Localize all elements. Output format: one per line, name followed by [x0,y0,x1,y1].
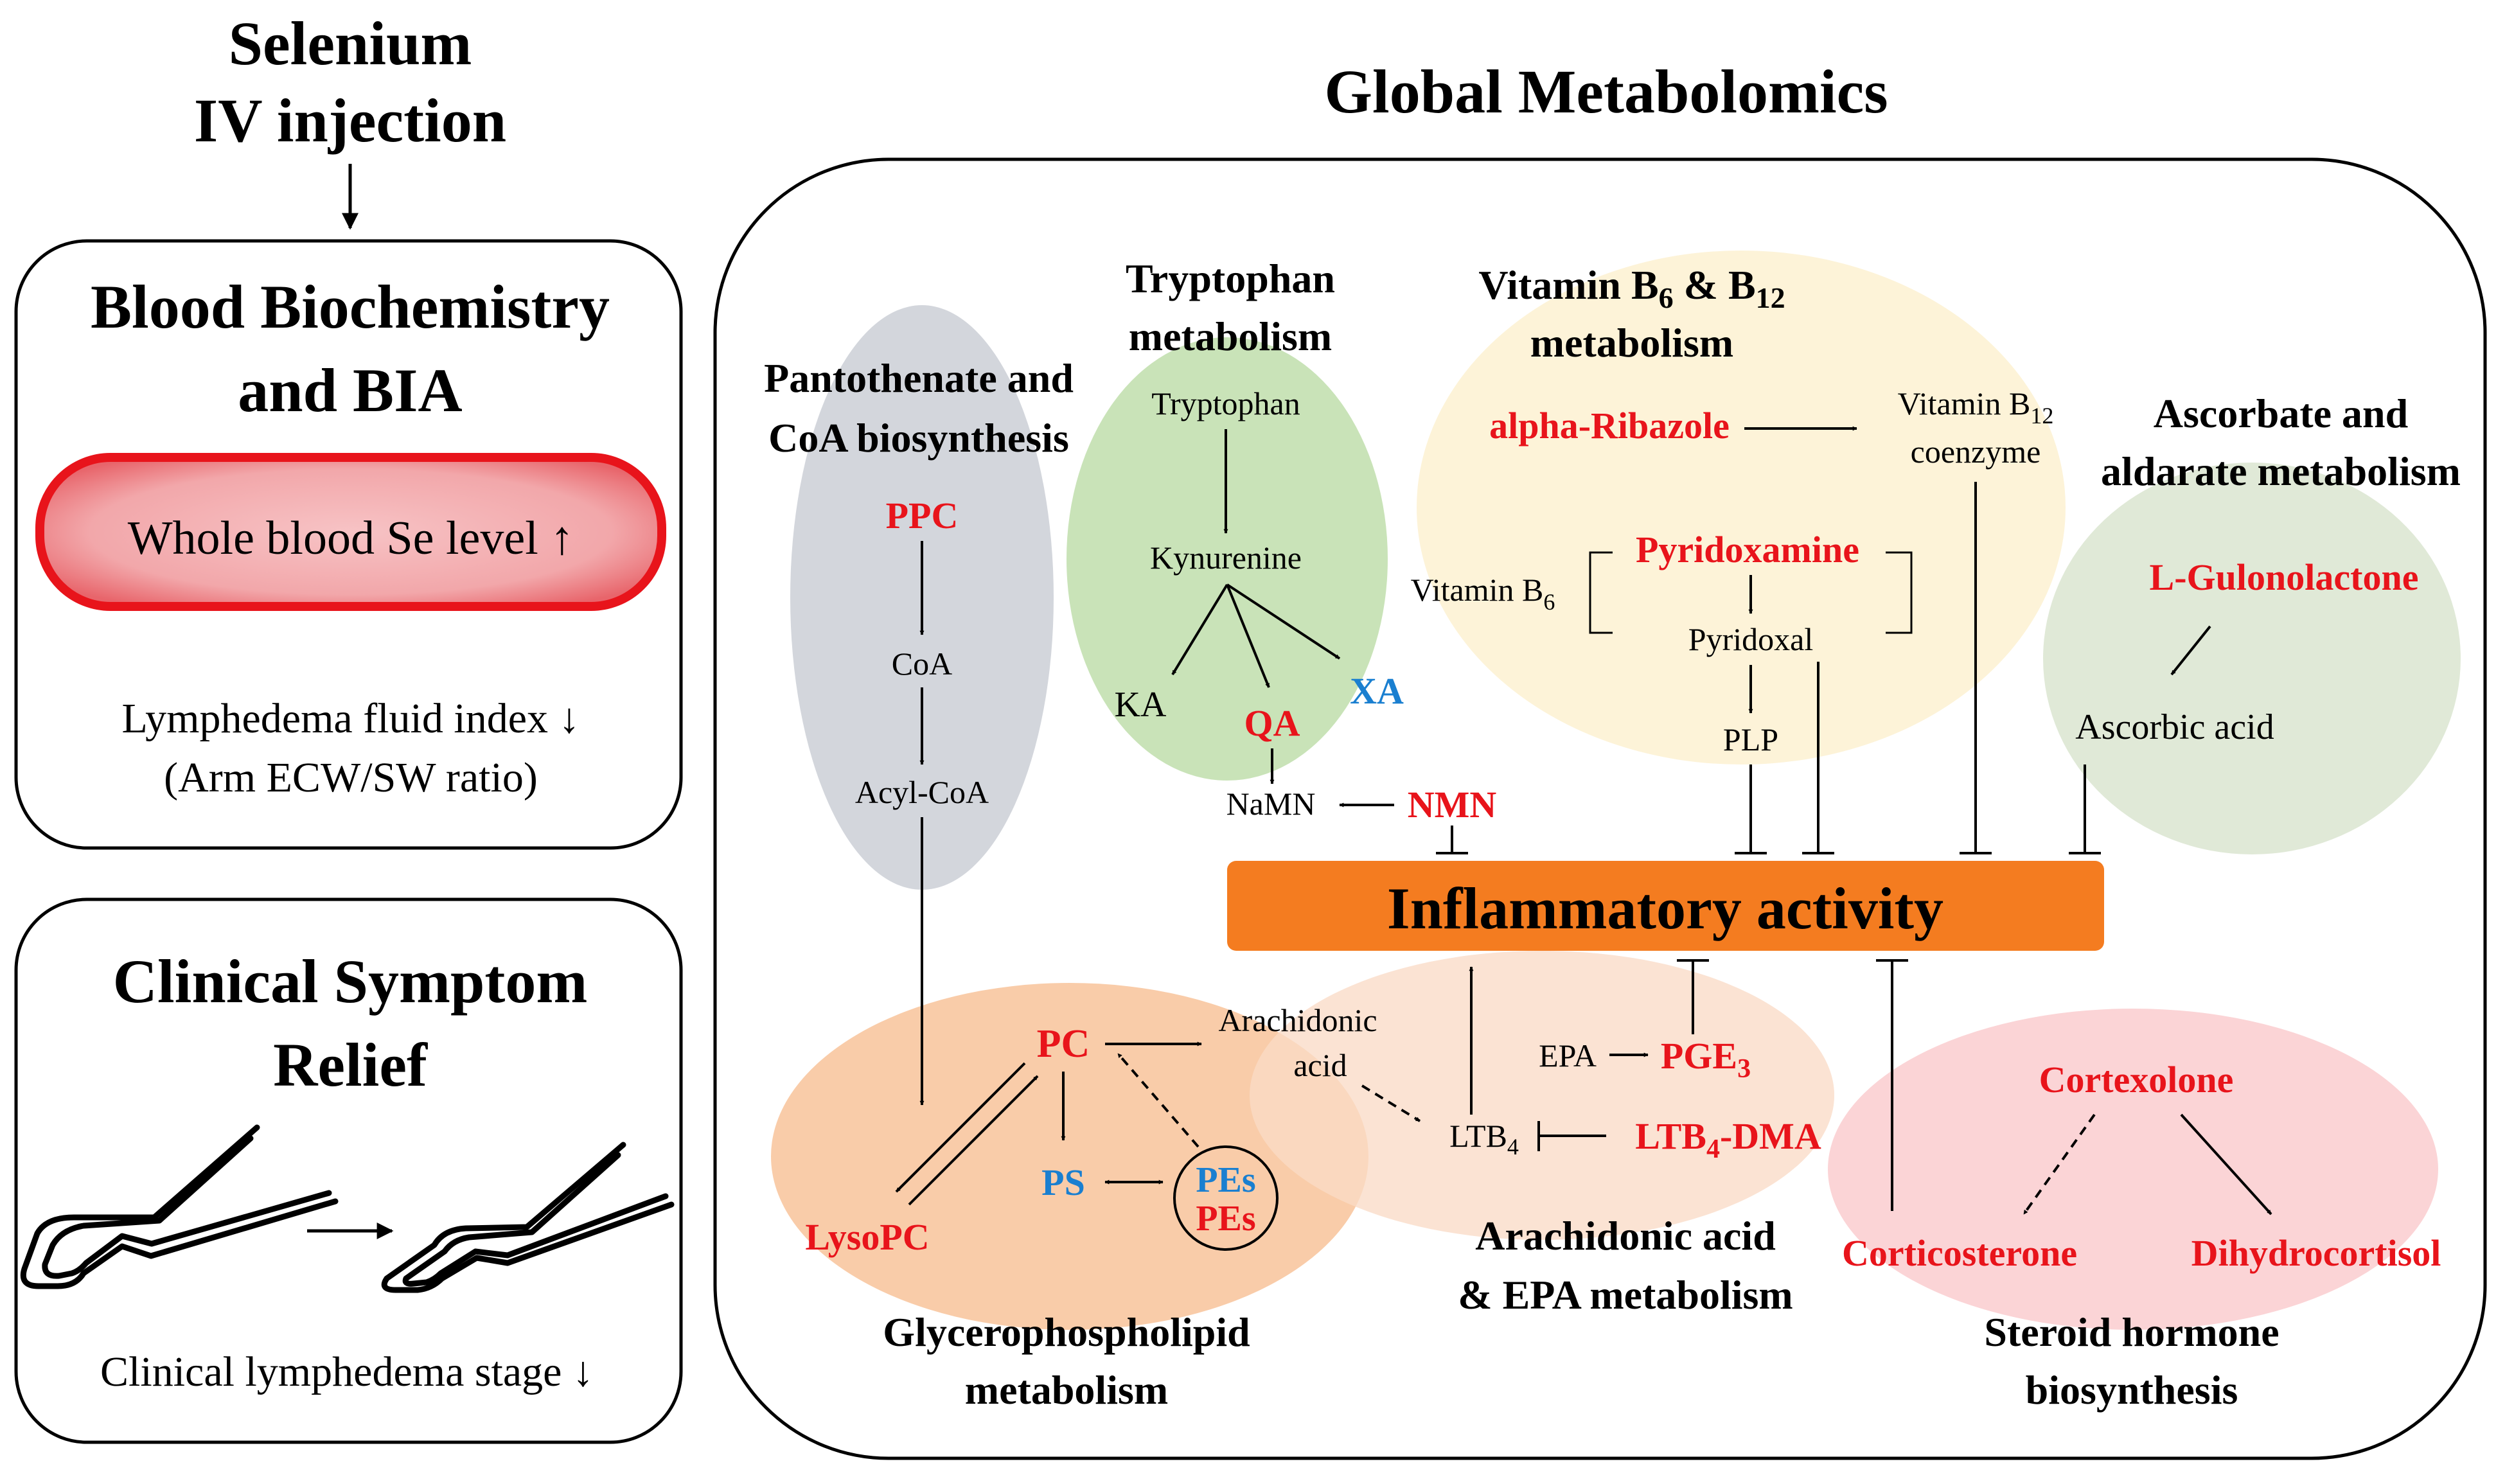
left-title-line1: Selenium [229,9,472,78]
metabolite-b12-line2: coenzyme [1911,434,2041,470]
metabolite-ka: KA [1115,685,1167,725]
inhibit-ltb4dma [1537,1121,1606,1151]
box1-title-line1: Blood Biochemistry [91,272,610,341]
glycero-label-line1: Glycerophospholipid [883,1309,1250,1355]
metabolite-tryptophan: Tryptophan [1151,385,1300,421]
inflammatory-activity-bar [1227,861,2104,951]
vitamin-label-line1: Vitamin B6 & B12 [1478,262,1785,314]
arachidonic-overlay [1250,951,1834,1240]
metabolite-b12-line1: Vitamin B12 [1898,385,2054,428]
metabolite-cortexolone: Cortexolone [2039,1059,2234,1100]
pantothenate-label-line2: CoA biosynthesis [768,415,1069,461]
vitamin-label-line2: metabolism [1530,320,1733,366]
metabolite-qa: QA [1244,702,1300,744]
arm-ecw-sw-ratio: (Arm ECW/SW ratio) [164,754,538,801]
arrow-kyn-xa [1226,583,1341,660]
metabolite-pyridoxal: Pyridoxal [1688,621,1813,657]
arachidonic-label-line2: & EPA metabolism [1458,1272,1793,1318]
metabolite-l-gulonolactone: L-Gulonolactone [2150,556,2419,598]
metabolite-acylcoa: Acyl-CoA [855,774,989,810]
lymphedema-fluid-index: Lymphedema fluid index ↓ [121,695,580,742]
arrow-kyn-qa [1226,584,1270,688]
whole-blood-se-text: Whole blood Se level ↑ [128,512,574,565]
metabolite-plp: PLP [1723,721,1778,757]
left-panel: Selenium IV injection Blood Biochemistry… [14,9,683,1444]
metabolite-epa: EPA [1539,1038,1597,1073]
glycero-label-line2: metabolism [965,1367,1168,1413]
tryptophan-label-line1: Tryptophan [1126,256,1335,301]
whole-blood-se-highlight [35,453,666,611]
arrow-pes-pc [1117,1052,1199,1148]
metabolite-vitamin-b6: Vitamin B6 [1411,572,1555,615]
metabolite-nmn: NMN [1408,784,1497,826]
metabolite-arachidonic-line1: Arachidonic [1218,1002,1377,1038]
metabolite-pyridoxamine: Pyridoxamine [1636,529,1859,570]
metabolite-ltb4: LTB4 [1449,1118,1519,1160]
box2-title-line2: Relief [273,1030,428,1099]
metabolite-pge3: PGE3 [1661,1035,1751,1084]
arrow-cortexolone-corticosterone [2023,1113,2096,1215]
main-panel: Global Metabolomics Inflammatory activit… [713,57,2487,1460]
glycero-ellipse [771,983,1368,1330]
metabolite-dihydrocortisol: Dihydrocortisol [2191,1232,2441,1274]
metabolite-ascorbic-acid: Ascorbic acid [2075,707,2274,747]
arrow-cortexolone-dihydrocortisol [2180,1113,2272,1215]
main-title: Global Metabolomics [1324,57,1888,126]
metabolite-ps: PS [1041,1162,1085,1203]
box1-title-line2: and BIA [238,356,463,425]
ascorbate-label-line1: Ascorbate and [2154,391,2408,436]
inhibit-plp [1735,764,1767,854]
metabolite-pes-blue: PEs [1196,1160,1255,1200]
metabolite-ppc: PPC [886,495,959,536]
clinical-symptom-box [14,897,683,1444]
bracket-left [1589,551,1613,634]
inhibit-ascorbic [2069,764,2101,854]
metabolite-corticosterone: Corticosterone [1842,1232,2077,1274]
metabolite-kynurenine: Kynurenine [1150,540,1302,576]
pes-circle [1173,1145,1279,1251]
arrow-gulono-ascorbic [2170,625,2211,676]
arachidonic-label-line1: Arachidonic acid [1475,1213,1776,1259]
arrow-pc-lysopc [895,1062,1026,1193]
tryptophan-ellipse [1067,337,1388,781]
metabolite-coa: CoA [892,646,952,682]
vitamin-ellipse [1417,251,2066,764]
metabolite-pc: PC [1037,1022,1090,1066]
hand-before-icon [20,1124,339,1289]
ascorbate-label-line2: aldarate metabolism [2101,448,2461,494]
metabolite-namn: NaMN [1226,786,1316,822]
inhibit-b12 [1960,482,1992,854]
clinical-lymphedema-stage: Clinical lymphedema stage ↓ [100,1348,594,1395]
steroid-label-line2: biosynthesis [2026,1367,2238,1413]
steroid-label-line1: Steroid hormone [1984,1309,2279,1355]
inhibit-corticosterone [1876,959,1908,1211]
tryptophan-label-line2: metabolism [1129,314,1332,359]
inflammatory-activity-label: Inflammatory activity [1387,876,1943,941]
metabolite-xa: XA [1350,670,1404,712]
arrow-lysopc-pc [908,1075,1039,1206]
arrow-aa-ltb4 [1361,1084,1421,1122]
box2-title-line1: Clinical Symptom [113,947,588,1016]
pantothenate-label-line1: Pantothenate and [764,355,1074,401]
left-title-line2: IV injection [194,86,506,155]
steroid-ellipse [1828,1009,2438,1330]
hand-after-icon [381,1142,675,1293]
inhibit-pge3 [1677,959,1709,1034]
metabolite-pes-red: PEs [1196,1199,1255,1239]
metabolite-arachidonic-line2: acid [1293,1047,1347,1083]
metabolite-lysopc: LysoPC [805,1216,929,1258]
metabolite-ltb4-dma: LTB4-DMA [1635,1115,1821,1164]
bracket-right [1886,551,1913,634]
inhibit-pyridoxal [1802,662,1834,854]
inhibit-nmn [1436,826,1468,854]
metabolite-alpha-ribazole: alpha-Ribazole [1489,405,1730,446]
ascorbate-ellipse [2043,463,2461,854]
arrow-kyn-ka [1171,583,1228,676]
